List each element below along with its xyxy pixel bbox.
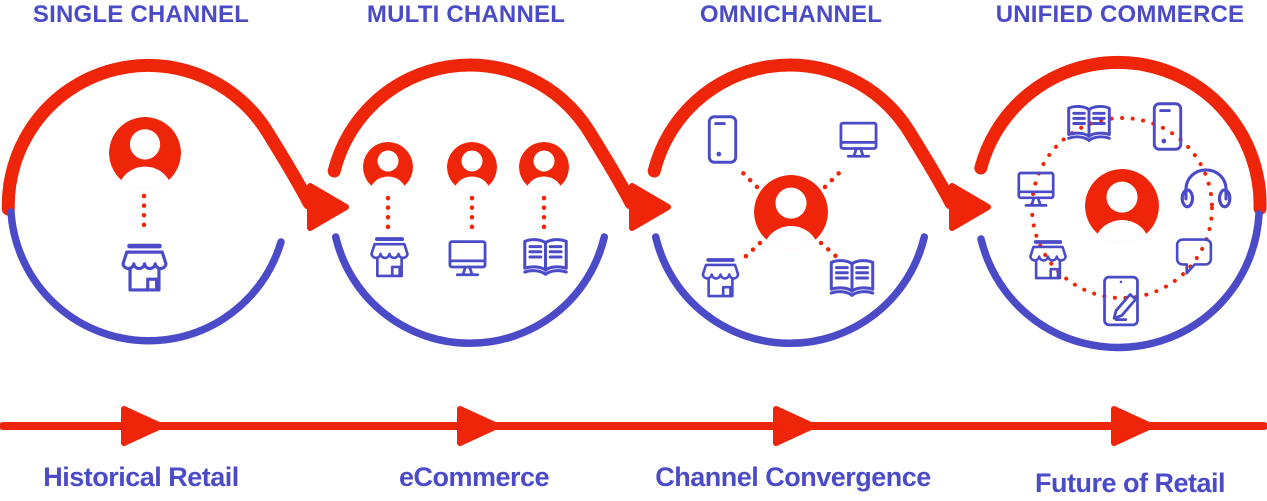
stage3-dotted-link-catalog	[818, 240, 841, 261]
timeline-label-ecommerce: eCommerce	[398, 462, 550, 492]
stage-title-multi-channel: MULTI CHANNEL	[366, 1, 566, 28]
stage-title-unified-commerce: UNIFIED COMMERCE	[995, 1, 1245, 28]
headphones-icon	[1178, 165, 1234, 214]
stage-title-single-channel: SINGLE CHANNEL	[32, 1, 250, 28]
store-icon	[116, 240, 173, 296]
timeline-arrow-3	[773, 406, 816, 446]
flow-arrow-3	[949, 183, 991, 231]
catalog-icon	[515, 232, 576, 281]
stage3-dotted-link-desktop	[822, 166, 846, 190]
timeline-arrow-4	[1111, 406, 1154, 446]
stage3-red-arc	[647, 58, 958, 210]
customer-icon	[109, 117, 181, 189]
timeline-arrow-2	[457, 406, 500, 446]
tablet-pen-icon	[1099, 275, 1143, 327]
customer-icon	[754, 175, 828, 249]
smartphone-icon	[706, 114, 739, 165]
customer-icon	[447, 142, 497, 192]
timeline-arrow-1	[121, 406, 164, 446]
customer-icon	[1085, 169, 1159, 243]
timeline-label-future-of-retail: Future of Retail	[1034, 468, 1226, 498]
flow-arrow-1	[307, 183, 349, 231]
catalog-icon	[1059, 99, 1119, 147]
customer-icon	[363, 142, 413, 192]
timeline-label-channel-convergence: Channel Convergence	[655, 462, 931, 492]
smartphone-icon	[1151, 101, 1184, 152]
catalog-icon	[821, 253, 883, 302]
stage3-blue-arc	[651, 233, 929, 348]
store-icon	[1025, 237, 1071, 283]
stage4-dotted-ring	[1030, 116, 1214, 300]
flow-arrow-2	[629, 183, 671, 231]
stage3-dotted-link-store	[741, 240, 763, 261]
desktop-icon	[443, 235, 492, 281]
desktop-icon	[1012, 166, 1060, 212]
store-icon	[365, 234, 414, 281]
stage-title-omnichannel: OMNICHANNEL	[699, 1, 883, 28]
stage1-blue-arc	[7, 208, 285, 345]
timeline-label-historical-retail: Historical Retail	[43, 462, 239, 492]
stage1-red-arc	[1, 58, 316, 216]
desktop-icon	[834, 116, 883, 163]
stage2-red-arc	[327, 58, 638, 210]
chat-bubble-icon	[1171, 232, 1217, 280]
stage4-red-arc	[974, 55, 1267, 215]
customer-icon	[519, 142, 569, 192]
stage2-blue-arc	[331, 233, 609, 348]
stage4-blue-arc	[977, 210, 1263, 352]
stage3-dotted-link-phone	[736, 166, 760, 190]
store-icon	[697, 255, 744, 301]
